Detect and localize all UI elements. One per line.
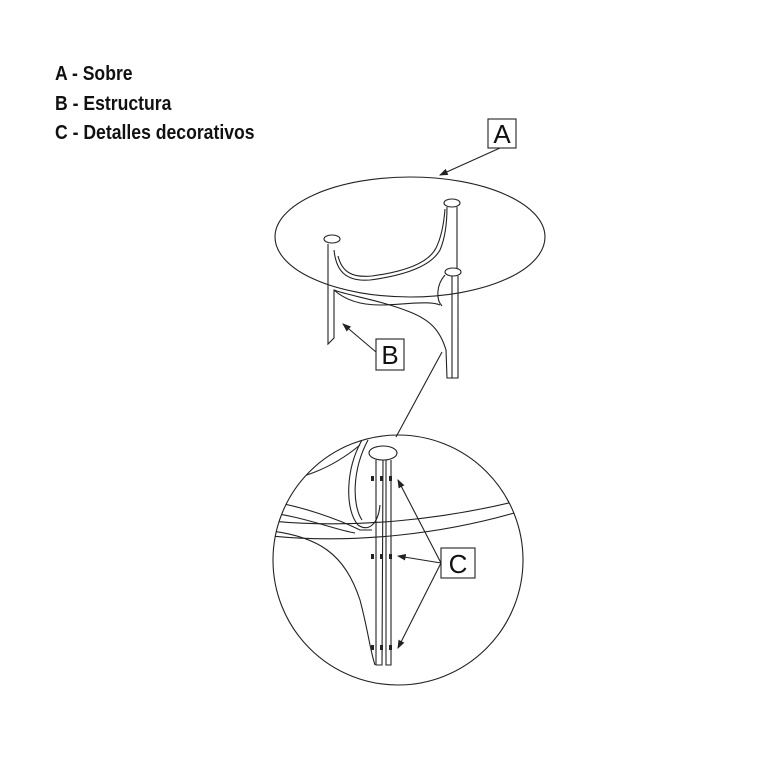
callout-a: A xyxy=(493,119,511,149)
glass-top xyxy=(274,176,546,298)
callout-box-c xyxy=(440,547,476,579)
callout-c: C xyxy=(449,549,468,579)
callout-box-b xyxy=(375,338,405,371)
callout-box-a xyxy=(487,118,517,149)
legend-item-c: C - Detalles decorativos xyxy=(55,122,255,144)
table-structure xyxy=(323,198,462,379)
detail-magnifier xyxy=(272,434,524,686)
decorative-studs xyxy=(371,476,392,650)
legend-item-b: B - Estructura xyxy=(55,92,172,115)
callout-b: B xyxy=(381,340,398,370)
legend-item-a: A - Sobre xyxy=(55,63,133,85)
parts-legend: A - Sobre B - Estructura C - Detalles de… xyxy=(55,60,282,149)
detail-leg xyxy=(273,439,523,666)
